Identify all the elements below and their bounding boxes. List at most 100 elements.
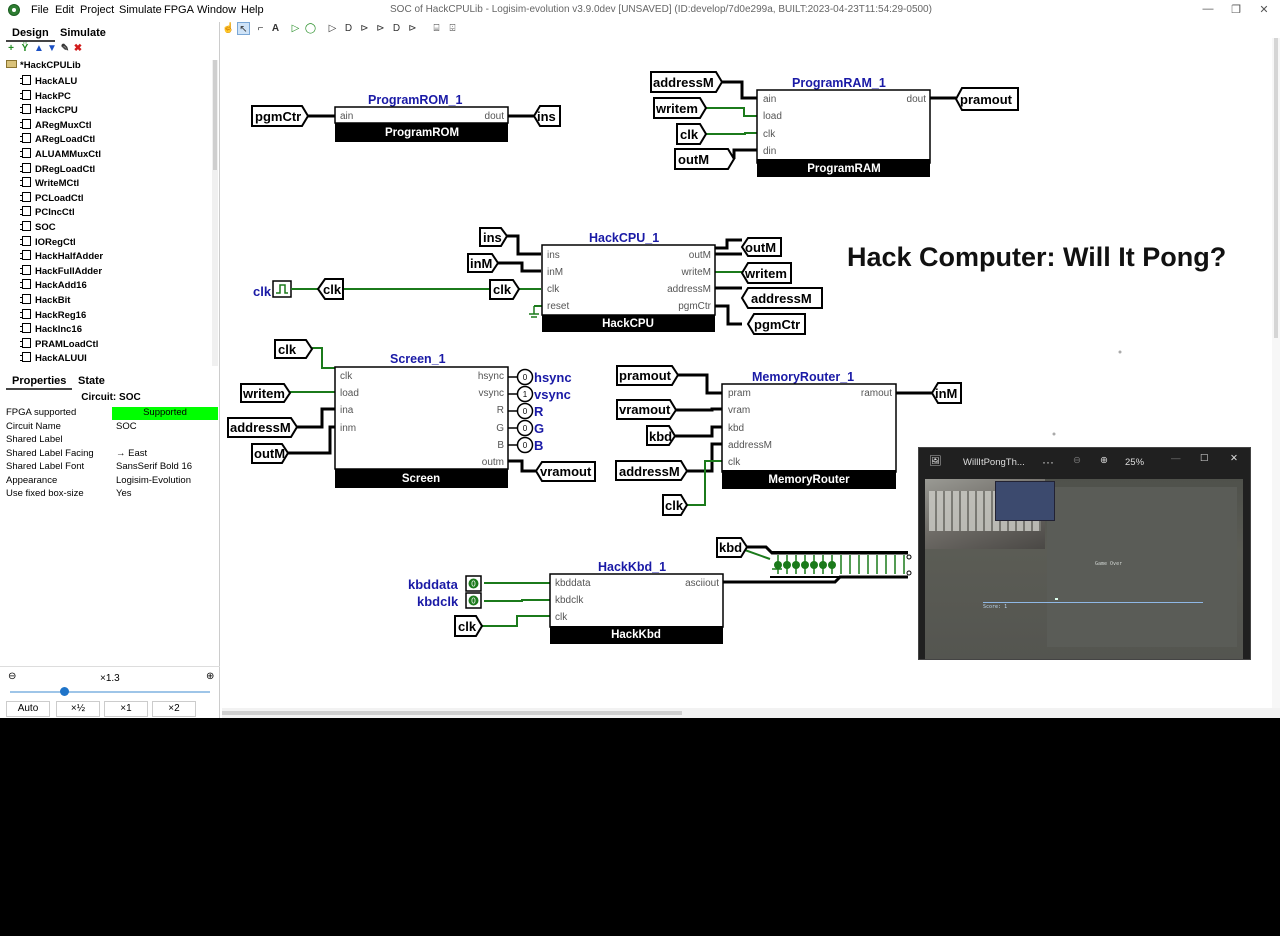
tree-item[interactable]: ALUAMMuxCtl	[20, 148, 101, 162]
screen-component[interactable]: Screen_1 Screen clk load ina inm hsync v…	[334, 352, 509, 488]
schematic[interactable]: ProgramROM_1 ProgramROM ain dout Program…	[222, 38, 1280, 708]
menu-simulate[interactable]: Simulate	[119, 4, 162, 16]
menu-edit[interactable]: Edit	[55, 4, 74, 16]
zoom-in-icon[interactable]: ⊕	[1100, 455, 1108, 466]
more-options-button[interactable]: ···	[1042, 455, 1054, 469]
tree-item[interactable]: HackCPU	[20, 104, 78, 118]
tree-item[interactable]: HackALUUI	[20, 352, 87, 366]
menu-file[interactable]: File	[31, 4, 49, 16]
move-down-icon[interactable]: ▼	[47, 43, 57, 54]
memory-router-component[interactable]: MemoryRouter_1 MemoryRouter pram vram kb…	[721, 370, 897, 489]
tunnel-kbd	[716, 537, 749, 558]
tree-item[interactable]: PRAMLoadCtl	[20, 337, 98, 352]
add-vhdl-icon[interactable]: Ÿ	[21, 43, 29, 54]
tree-root[interactable]: *HackCPULib	[6, 60, 81, 74]
tree-item-soc[interactable]: SOC	[20, 221, 56, 235]
tab-design[interactable]: Design	[6, 26, 55, 42]
zoom-slider-knob[interactable]	[60, 687, 69, 696]
kbd-inputs[interactable]: kbddata 0 kbdclk 0	[408, 575, 482, 609]
menu-help[interactable]: Help	[241, 4, 264, 16]
video-player-window[interactable]: 🖼 WillItPongTh... ··· ⊖ ⊕ 25% — ☐ ✕ Game…	[918, 447, 1251, 660]
layout-tool-icon[interactable]: ⌸	[433, 23, 440, 34]
tree-item[interactable]: HackALU	[20, 75, 77, 89]
output-pin-icon[interactable]: ◯	[304, 23, 317, 34]
tree-item[interactable]: PCLoadCtl	[20, 191, 84, 206]
tunnel-clk	[676, 123, 708, 145]
svg-text:outM: outM	[745, 240, 776, 255]
zoom-out-icon[interactable]: ⊖	[1073, 455, 1081, 466]
tree-item[interactable]: HackBit	[20, 294, 70, 308]
tab-state[interactable]: State	[78, 375, 105, 387]
edit-appearance-icon[interactable]: ✎	[60, 43, 70, 54]
select-tool-icon[interactable]: ↖	[237, 22, 250, 35]
hack-kbd-component[interactable]: HackKbd_1 HackKbd kbddata kbdclk clk asc…	[549, 560, 724, 644]
zoom-in-icon[interactable]: ⊕	[206, 671, 215, 682]
wiring-tool-icon[interactable]: ⌐	[257, 23, 264, 34]
properties-header: Circuit: SOC	[81, 392, 141, 403]
svg-text:inm: inm	[340, 423, 356, 434]
bit-splitter[interactable]	[741, 548, 912, 578]
output-hsync: hsync	[534, 370, 572, 385]
text-tool-icon[interactable]: A	[271, 23, 280, 34]
tab-simulate[interactable]: Simulate	[60, 27, 106, 39]
input-pin-icon[interactable]: ▷	[291, 23, 300, 34]
component-name: HackKbd	[611, 629, 661, 641]
delete-icon[interactable]: ✖	[73, 43, 83, 54]
minimize-button[interactable]: —	[1202, 3, 1214, 15]
property-row[interactable]: Shared Label Facing→ East	[6, 447, 148, 459]
tree-item[interactable]: HackFullAdder	[20, 264, 102, 279]
menu-window[interactable]: Window	[197, 4, 237, 16]
zoom-2x-button[interactable]: ×2	[152, 701, 196, 717]
program-ram-component[interactable]: ProgramRAM_1 ProgramRAM ain load clk din…	[756, 76, 931, 177]
tree-item[interactable]: HackReg16	[20, 308, 86, 323]
zoom-slider-track[interactable]	[10, 691, 210, 693]
tree-item[interactable]: ARegLoadCtl	[20, 133, 95, 147]
move-up-icon[interactable]: ▲	[34, 43, 44, 54]
tree-scrollbar[interactable]	[212, 60, 218, 366]
menu-fpga[interactable]: FPGA	[164, 4, 194, 16]
program-rom-component[interactable]: ProgramROM_1 ProgramROM ain dout	[334, 93, 509, 142]
poke-tool-icon[interactable]: ☝	[222, 23, 235, 34]
circuit-canvas[interactable]: ProgramROM_1 ProgramROM ain dout Program…	[222, 38, 1280, 708]
tree-item[interactable]: HackInc16	[20, 323, 82, 337]
maximize-button[interactable]: ❐	[1231, 4, 1241, 16]
zoom-1x-button[interactable]: ×1	[104, 701, 148, 717]
tunnels[interactable]: pgmCtr ins addressM writem clk outM pram…	[227, 71, 1019, 637]
tree-item[interactable]: WriteMCtl	[20, 177, 79, 191]
zoom-auto-button[interactable]: Auto	[6, 701, 50, 717]
tree-item[interactable]: IORegCtl	[20, 235, 76, 250]
hack-cpu-component[interactable]: HackCPU_1 HackCPU ins inM clk reset outM…	[529, 231, 716, 332]
svg-text:writem: writem	[744, 266, 787, 281]
tree-item[interactable]: HackHalfAdder	[20, 250, 103, 264]
svg-text:kbd: kbd	[719, 540, 742, 555]
canvas-vertical-scrollbar[interactable]	[1272, 38, 1280, 708]
tree-item[interactable]: HackAdd16	[20, 279, 87, 293]
not-gate-icon[interactable]: ▷	[328, 23, 337, 34]
add-circuit-icon[interactable]: +	[8, 43, 14, 54]
zoom-out-icon[interactable]: ⊖	[8, 671, 17, 682]
zoom-half-button[interactable]: ×½	[56, 701, 100, 717]
menu-project[interactable]: Project	[80, 4, 115, 16]
canvas-horizontal-scrollbar[interactable]	[222, 708, 1280, 718]
tree-item[interactable]: HackPC	[20, 89, 71, 104]
and-gate-icon[interactable]: D	[344, 23, 353, 34]
nor-gate-icon[interactable]: ⊳	[408, 23, 417, 34]
tree-item[interactable]: DRegLoadCtl	[20, 162, 95, 177]
tree-item[interactable]: ARegMuxCtl	[20, 118, 91, 133]
video-maximize-button[interactable]: ☐	[1200, 453, 1209, 464]
video-minimize-button[interactable]: —	[1171, 453, 1181, 464]
property-row[interactable]: Shared Label	[6, 434, 63, 445]
close-button[interactable]: ✕	[1259, 4, 1269, 16]
tree-item[interactable]: PCIncCtl	[20, 206, 75, 220]
xor-gate-icon[interactable]: ⊳	[376, 23, 385, 34]
tab-properties[interactable]: Properties	[6, 374, 73, 390]
nand-gate-icon[interactable]: D	[392, 23, 401, 34]
video-close-button[interactable]: ✕	[1230, 453, 1238, 464]
component-name: ProgramROM	[385, 127, 459, 139]
appearance-tool-icon[interactable]: ⌹	[449, 23, 456, 34]
or-gate-icon[interactable]: ⊳	[360, 23, 369, 34]
